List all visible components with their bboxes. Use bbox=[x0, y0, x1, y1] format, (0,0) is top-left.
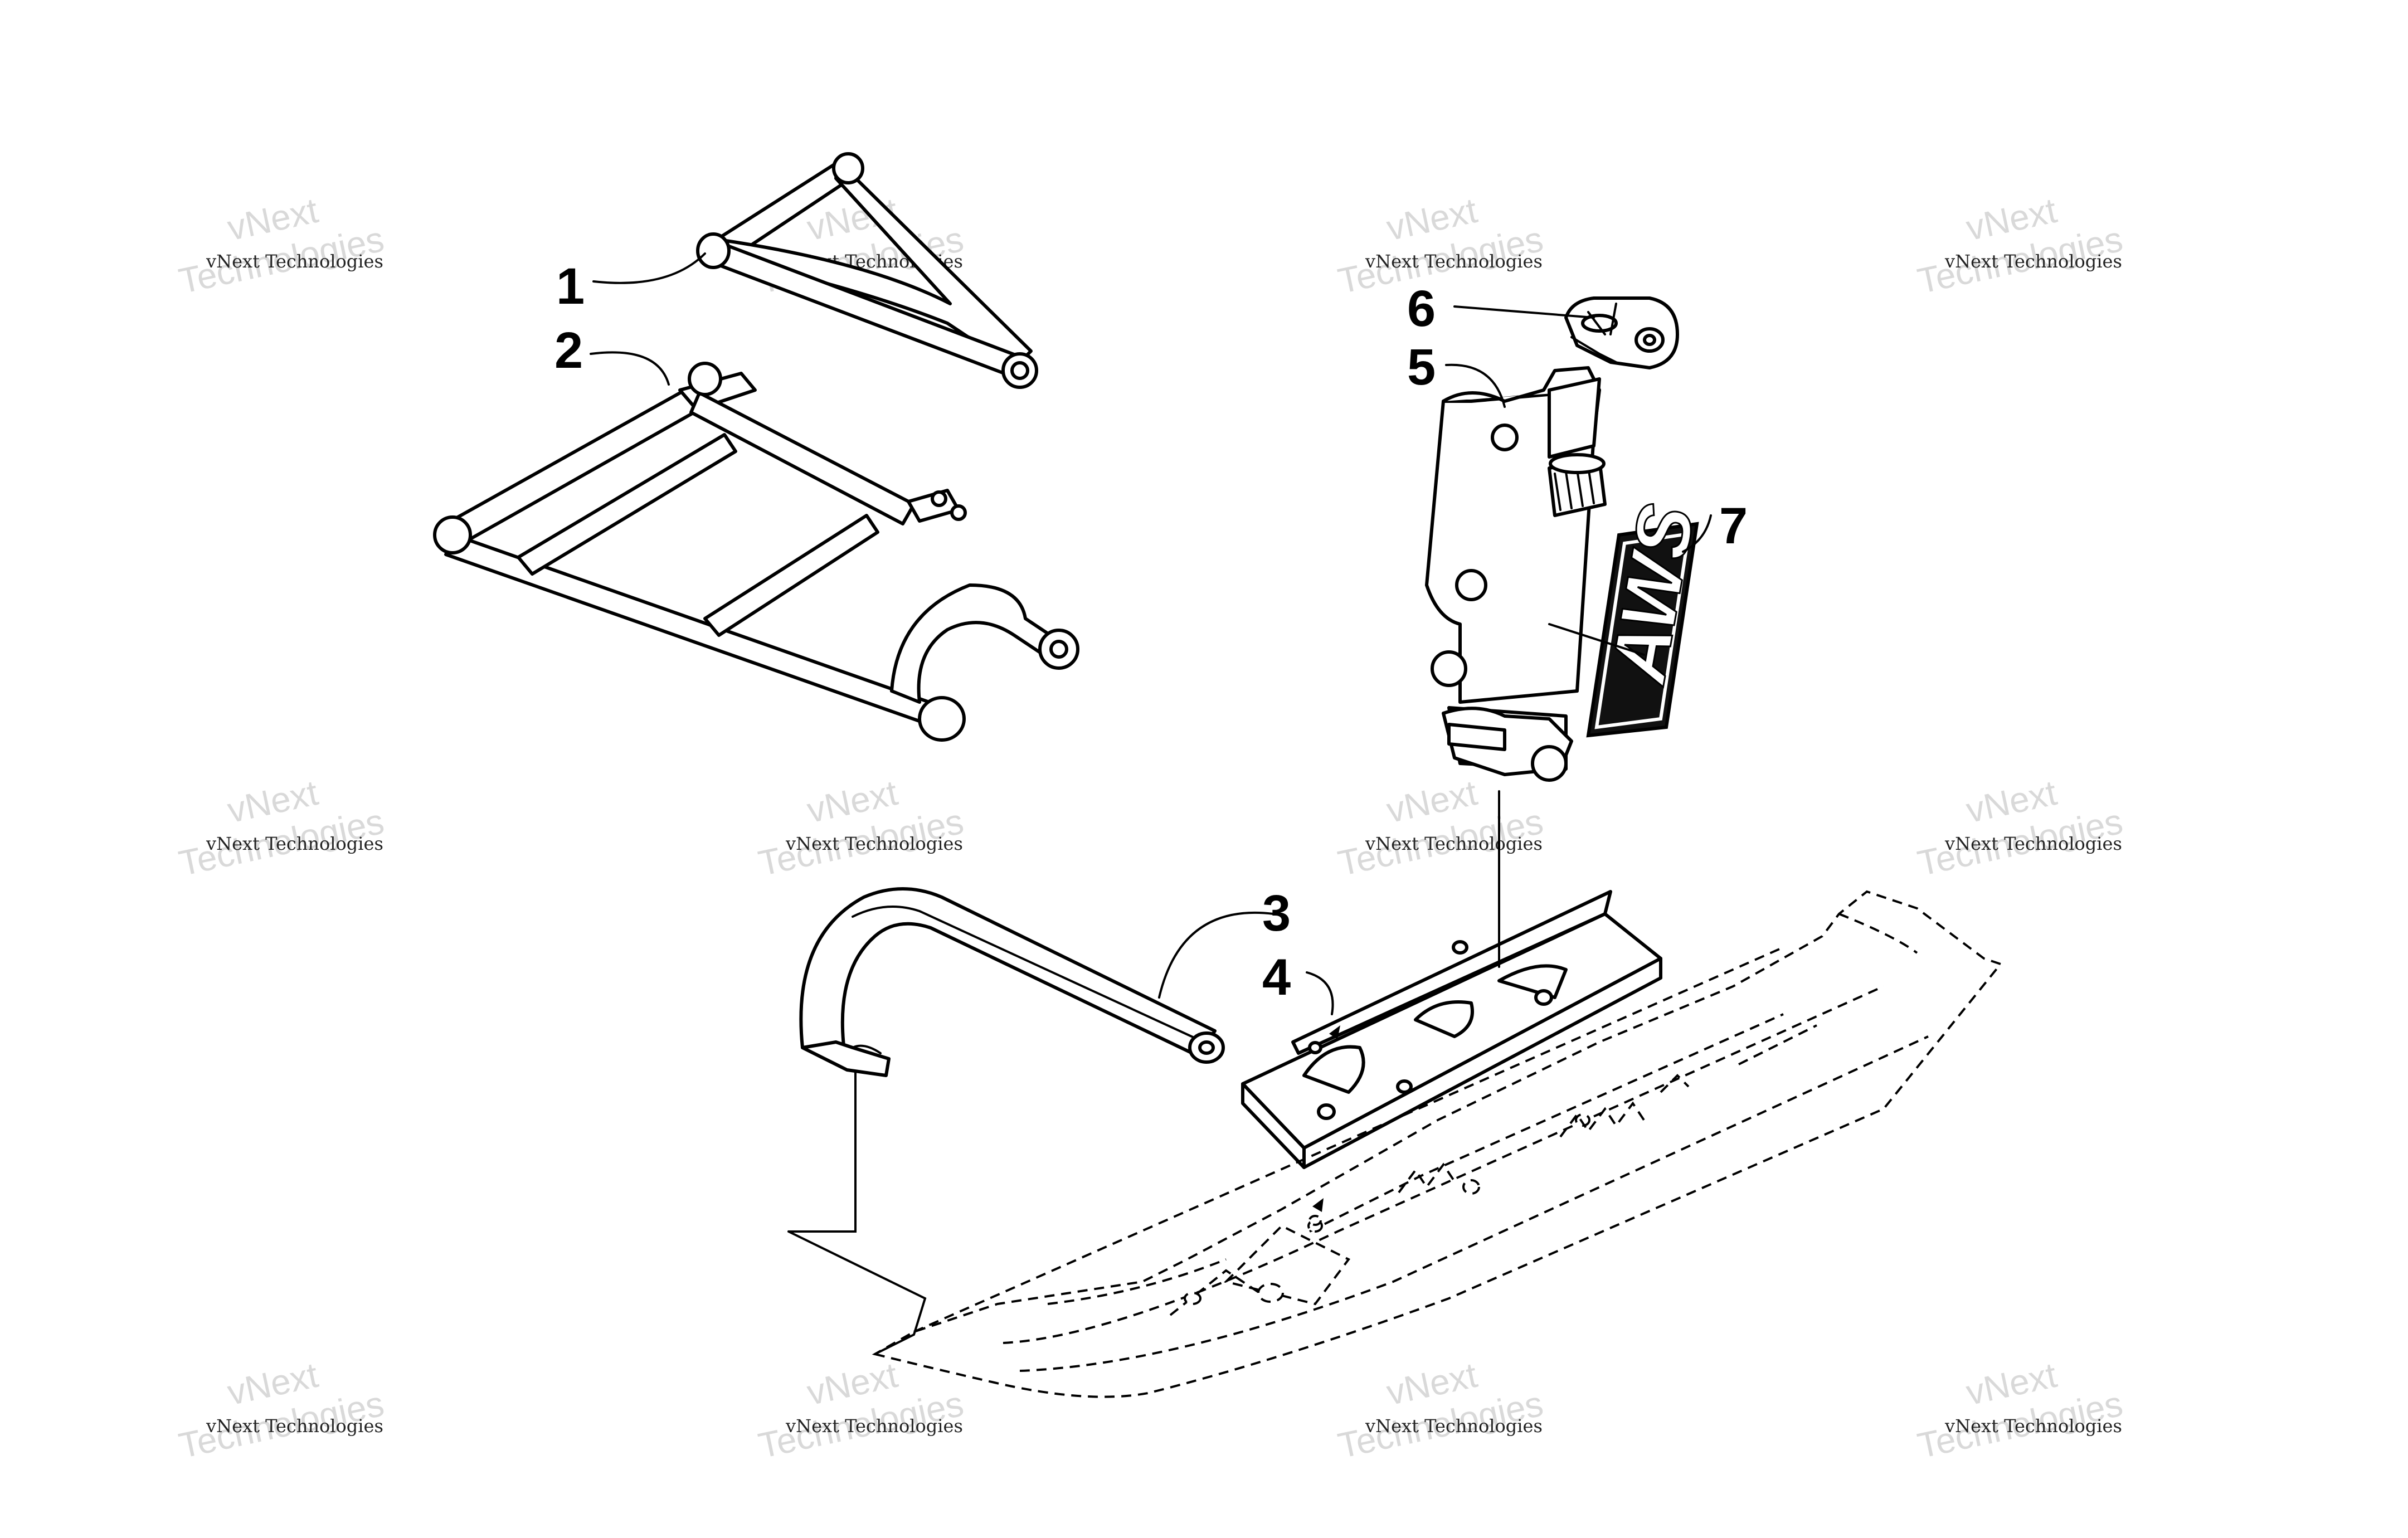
leader-3 bbox=[1158, 911, 1274, 999]
watermark-text: vNext Technologies bbox=[785, 833, 963, 854]
watermark: vNext Technologies vNext Technologies bbox=[176, 772, 387, 884]
watermark: vNext Technologies vNext Technologies bbox=[1914, 190, 2126, 301]
leader-ski-loop-to-ski bbox=[787, 1072, 927, 1355]
watermarks: vNext Technologies vNext Technologies vN… bbox=[176, 190, 2126, 1466]
ski bbox=[872, 890, 2003, 1398]
watermark: vNext Technologies vNext Technologies bbox=[755, 772, 967, 884]
shock-spindle bbox=[1425, 366, 1607, 782]
aws-decal: AWS bbox=[1586, 497, 1711, 738]
watermark-text: vNext Technologies bbox=[206, 833, 383, 854]
ski-saddle bbox=[1241, 890, 1662, 1169]
watermark: vNext Technologies vNext Technologies bbox=[1914, 1355, 2126, 1466]
callout-4: 4 bbox=[1262, 949, 1291, 1006]
callout-7: 7 bbox=[1719, 498, 1748, 554]
watermark: vNext Technologies vNext Technologies bbox=[1914, 772, 2126, 884]
watermark-text: vNext Technologies bbox=[1944, 251, 2122, 272]
callout-3: 3 bbox=[1262, 885, 1291, 942]
watermark-text: vNext Technologies bbox=[206, 251, 383, 272]
watermark-text: vNext Technologies bbox=[1365, 1415, 1543, 1437]
watermark-text: vNext Technologies bbox=[206, 1415, 383, 1437]
callout-5: 5 bbox=[1407, 339, 1436, 396]
watermark: vNext Technologies vNext Technologies bbox=[1335, 190, 1546, 301]
leader-6 bbox=[1453, 305, 1595, 319]
leader-7 bbox=[1682, 514, 1712, 553]
watermark-text: vNext Technologies bbox=[1944, 833, 2122, 854]
watermark-text: vNext Technologies bbox=[1365, 833, 1543, 854]
watermark: vNext Technologies vNext Technologies bbox=[1335, 772, 1546, 884]
watermark: vNext Technologies vNext Technologies bbox=[176, 190, 387, 301]
upper-a-arm bbox=[696, 152, 1038, 389]
callout-6: 6 bbox=[1407, 280, 1436, 337]
watermark-text: vNext Technologies bbox=[785, 1415, 963, 1437]
decal-text: AWS bbox=[1593, 498, 1711, 690]
callouts: 1 2 3 4 5 6 7 bbox=[554, 258, 1748, 1006]
watermark-text: vNext Technologies bbox=[1944, 1415, 2122, 1437]
ski-loop bbox=[799, 887, 1225, 1077]
leader-7b bbox=[1548, 623, 1645, 656]
watermark: vNext Technologies vNext Technologies bbox=[176, 1355, 387, 1466]
leader-lines bbox=[590, 252, 1712, 1355]
callout-2: 2 bbox=[554, 322, 583, 379]
leader-1 bbox=[592, 252, 706, 284]
callout-1: 1 bbox=[556, 258, 585, 315]
lower-a-arm bbox=[433, 362, 1079, 742]
leader-4 bbox=[1306, 971, 1334, 1015]
steering-clamp bbox=[1564, 296, 1679, 369]
leader-2 bbox=[590, 351, 670, 386]
watermark-text: vNext Technologies bbox=[1365, 251, 1543, 272]
watermark: vNext Technologies vNext Technologies bbox=[1335, 1355, 1546, 1466]
watermark: vNext Technologies vNext Technologies bbox=[755, 1355, 967, 1466]
leader-5 bbox=[1445, 363, 1506, 408]
